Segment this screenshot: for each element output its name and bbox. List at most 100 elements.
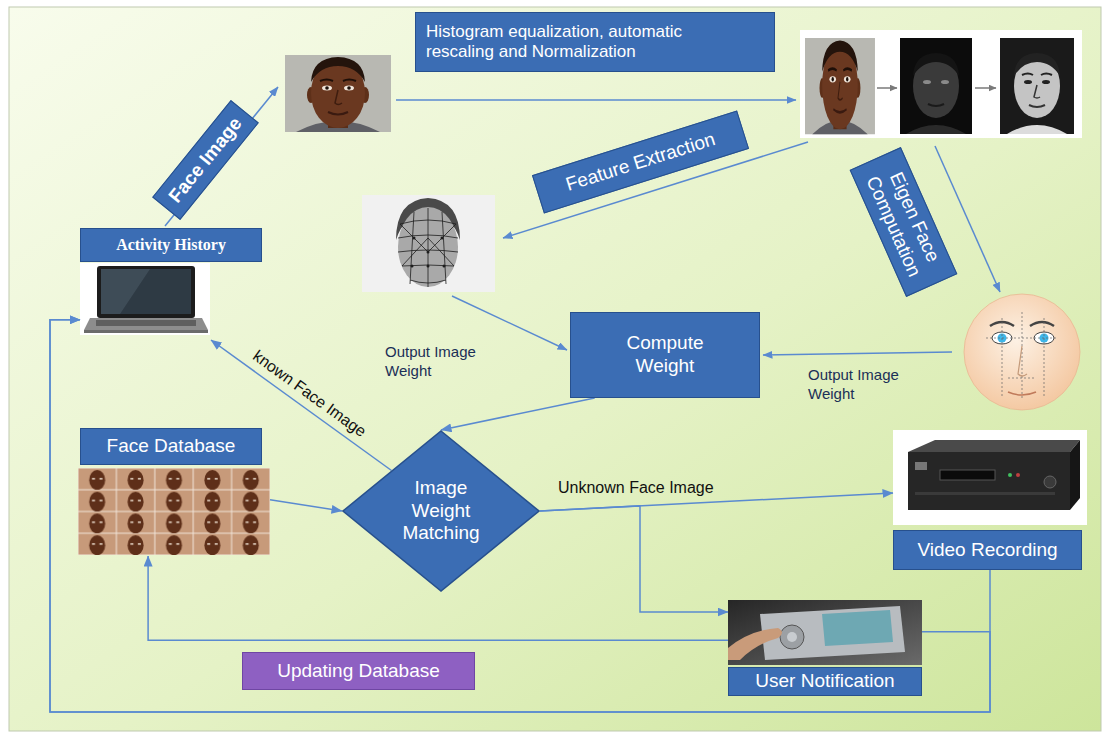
- background-panel: [9, 7, 1101, 731]
- connector-arrow: [270, 500, 342, 511]
- face-mesh-picture: [398, 208, 458, 287]
- eigen-face-picture: [1022, 312, 1023, 400]
- processed-faces: [913, 54, 959, 118]
- processed-faces: [1041, 74, 1052, 76]
- user-notification-node: User Notification: [728, 600, 922, 696]
- node-text: Face Database: [107, 435, 236, 458]
- processed-faces: [800, 30, 1082, 138]
- face-mesh-picture: [410, 212, 414, 284]
- connector-arrow: [540, 506, 728, 612]
- processed-faces: [906, 125, 966, 134]
- phone-picture: [728, 628, 782, 660]
- laptop-illustration: [97, 266, 195, 318]
- node-text: Compute Weight: [610, 332, 720, 378]
- flow-arrow: [396, 99, 796, 101]
- title-box: Activity History: [80, 228, 262, 262]
- laptop-illustration: [84, 330, 208, 333]
- face-mesh-picture: [362, 195, 495, 292]
- title-box: Video Recording: [893, 530, 1082, 570]
- face-database-grid: [78, 468, 270, 555]
- face-database-node: Face Database: [78, 428, 270, 556]
- video-recording-node: Video Recording: [893, 430, 1087, 570]
- database-update-box: Updating Database: [242, 652, 475, 690]
- eigen-face-picture: [964, 294, 1080, 410]
- eigen-face-picture: [1018, 346, 1027, 376]
- face-mesh-picture: [427, 265, 430, 268]
- video-recorder-picture: [940, 470, 995, 480]
- processed-faces: [800, 30, 1082, 138]
- diamond-outline: [343, 431, 539, 591]
- laptop-illustration: [80, 263, 210, 335]
- face-photo: [285, 55, 391, 132]
- connector-arrow: [441, 398, 595, 430]
- processed-faces: [941, 80, 949, 84]
- video-recorder-picture: [1016, 473, 1020, 477]
- eigen-face-picture: [1030, 322, 1054, 326]
- eigen-face-picture: [964, 294, 1080, 410]
- face-mesh-picture: [413, 237, 416, 240]
- processed-faces: [900, 38, 972, 134]
- video-recorder-picture: [1008, 473, 1012, 477]
- face-mesh-picture: [362, 195, 495, 292]
- face-mesh-picture: [443, 265, 446, 268]
- phone-picture: [822, 610, 893, 646]
- processed-faces: [975, 87, 996, 89]
- connector-arrow: [50, 320, 990, 712]
- laptop-illustration: [80, 263, 210, 335]
- video-recorder-picture: [1044, 476, 1056, 488]
- processed-faces: [1007, 125, 1067, 134]
- laptop-illustration: [84, 318, 208, 330]
- face-database-grid: [78, 468, 270, 555]
- flow-arrow: [452, 296, 567, 350]
- laptop-illustration: [101, 269, 150, 314]
- face-mesh-picture: [402, 238, 454, 266]
- processed-faces: [923, 80, 931, 84]
- processed-faces: [1042, 80, 1050, 84]
- title-box: User Notification: [728, 667, 922, 696]
- processed-faces: [1014, 53, 1060, 76]
- eigen-face-picture: [1008, 392, 1036, 395]
- node-text: Histogram equalization, automatic rescal…: [426, 22, 731, 63]
- phone-picture: [728, 600, 922, 665]
- eigen-face-picture: [1008, 378, 1036, 379]
- processed-faces: [928, 104, 944, 106]
- phone-picture: [787, 632, 797, 642]
- processed-faces: [913, 53, 959, 76]
- process-box: Compute Weight: [570, 312, 760, 398]
- video-recorder-picture: [893, 430, 1087, 525]
- face-mesh-picture: [427, 251, 430, 254]
- face-mesh-picture: [441, 237, 444, 240]
- process-box: Histogram equalization, automatic rescal…: [415, 12, 775, 72]
- flow-arrow: [763, 352, 952, 355]
- processed-faces: [877, 87, 897, 89]
- video-recorder-picture: [1070, 440, 1080, 510]
- video-recorder-picture: [915, 492, 1055, 495]
- eigen-face-picture: [1044, 318, 1045, 396]
- processed-faces: [1014, 54, 1060, 118]
- phone-picture: [728, 600, 922, 665]
- processed-faces: [1022, 74, 1033, 76]
- eigen-face-picture: [1002, 318, 1003, 396]
- phone-picture: [780, 625, 804, 649]
- face-mesh-picture: [411, 237, 446, 268]
- flow-label: Output Image Weight: [385, 343, 485, 381]
- node-text: User Notification: [755, 670, 894, 693]
- processed-faces: [1000, 38, 1074, 134]
- video-recorder-picture: [915, 462, 927, 470]
- node-text: Video Recording: [917, 539, 1057, 562]
- title-box: Face Database: [80, 428, 262, 465]
- face-photo: [285, 55, 391, 132]
- node-text: Image Weight Matching: [395, 477, 487, 545]
- connector-label: Unknown Face Image: [558, 478, 714, 497]
- decision-diamond: Image Weight Matching: [342, 430, 540, 592]
- face-mesh-picture: [428, 208, 429, 287]
- processed-faces: [1024, 80, 1032, 84]
- laptop-illustration: [101, 269, 191, 314]
- activity-history-node: Activity History: [80, 228, 262, 340]
- face-mesh-picture: [442, 212, 446, 284]
- video-recorder-picture: [908, 440, 1080, 452]
